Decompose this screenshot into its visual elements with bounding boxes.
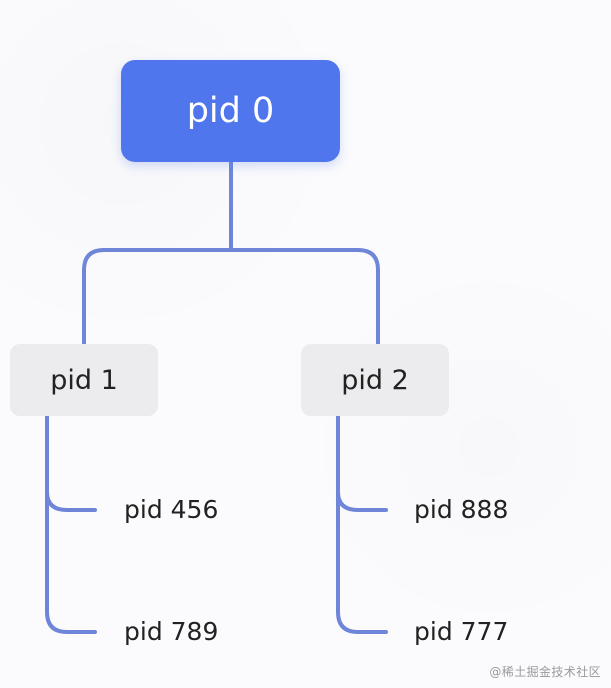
root-process-node: pid 0 (121, 60, 340, 162)
leaf-process-label-pid888: pid 888 (414, 495, 509, 524)
pid2-children-connector (336, 414, 388, 634)
leaf-process-node-pid888: pid 888 (414, 488, 508, 532)
pid1-children-connector (45, 414, 97, 634)
leaf-process-node-pid789: pid 789 (124, 610, 218, 654)
leaf-process-label-pid777: pid 777 (414, 617, 509, 646)
root-process-label: pid 0 (186, 91, 275, 131)
leaf-process-label-pid789: pid 789 (124, 617, 219, 646)
leaf-process-node-pid456: pid 456 (124, 488, 218, 532)
child-process-node-pid2: pid 2 (301, 344, 449, 416)
source-watermark: @稀土掘金技术社区 (489, 665, 601, 679)
child-process-label-pid1: pid 1 (50, 364, 118, 396)
child-process-node-pid1: pid 1 (10, 344, 158, 416)
leaf-process-node-pid777: pid 777 (414, 610, 508, 654)
child-process-label-pid2: pid 2 (341, 364, 409, 396)
root-branch-connector (82, 248, 380, 346)
leaf-process-label-pid456: pid 456 (124, 495, 219, 524)
